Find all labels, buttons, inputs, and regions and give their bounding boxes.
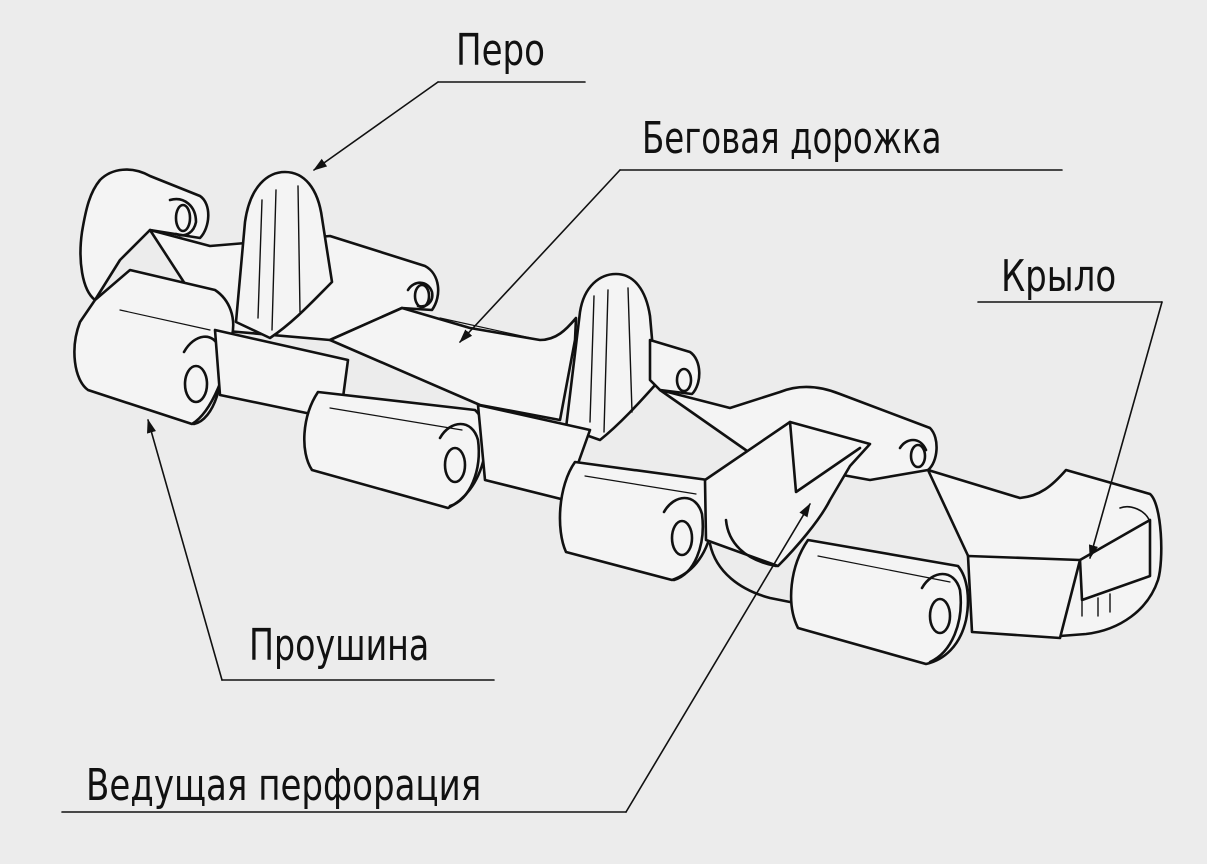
running-track — [328, 306, 578, 422]
left-end-lug — [79, 168, 210, 302]
arrow-wing — [1088, 301, 1163, 560]
track-link-2-back — [648, 338, 701, 396]
lug-barrel-4 — [789, 538, 1082, 666]
arrow-pero — [313, 81, 439, 171]
driving-perforation — [703, 420, 872, 606]
label-lug: Проушина — [249, 620, 430, 671]
arrow-lug — [147, 418, 223, 681]
label-perforation: Ведущая перфорация — [86, 760, 482, 811]
arrow-perf — [625, 502, 811, 813]
label-wing: Крыло — [1001, 251, 1117, 302]
label-pero: Перо — [456, 25, 546, 76]
pero-1 — [234, 170, 334, 340]
lug-barrel-3 — [558, 460, 716, 582]
label-track: Беговая дорожка — [642, 113, 942, 164]
pero-2 — [564, 272, 658, 442]
arrow-track — [459, 169, 621, 343]
leader-lines — [61, 81, 1163, 813]
